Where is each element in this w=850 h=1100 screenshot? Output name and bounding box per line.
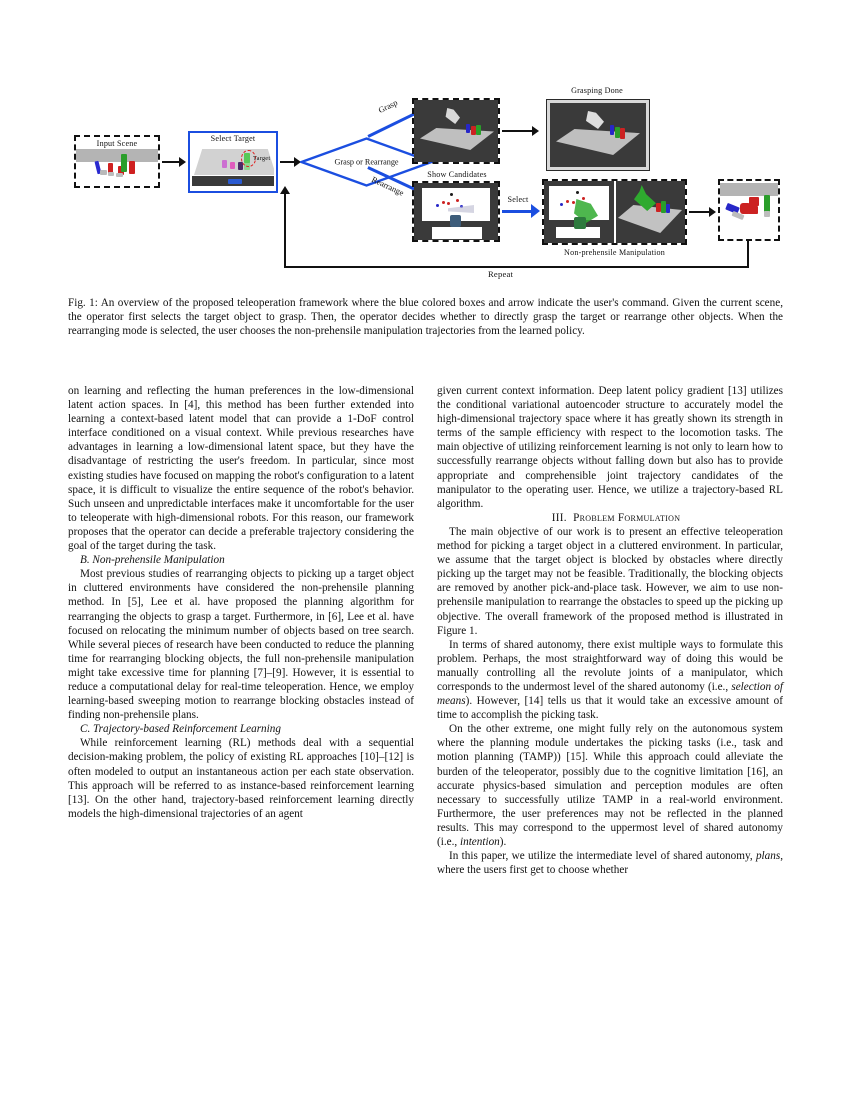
figure-block-show-candidates (412, 181, 500, 242)
scene-object (129, 161, 135, 174)
repeat-line-vertical-right (747, 240, 750, 268)
emphasis-intention: intention (460, 836, 500, 848)
paragraph-autonomous-part1: On the other extreme, one might fully re… (437, 723, 783, 848)
arrow-head (709, 207, 716, 217)
arrow-to-final-scene (689, 211, 711, 214)
target-highlight-circle (241, 150, 256, 167)
figure-label-grasping-done: Grasping Done (571, 86, 623, 95)
subsection-heading-b: B. Non-prehensile Manipulation (80, 554, 225, 567)
paragraph-autonomous-part2: ). (499, 836, 507, 848)
figure-block-grasping-done (546, 99, 650, 171)
paragraph-non-prehensile: Most previous studies of rearranging obj… (68, 568, 414, 722)
scene-object (100, 170, 107, 175)
paragraph-continued-right: given current context information. Deep … (437, 385, 783, 510)
section-heading-problem-formulation: III. Problem Formulation (437, 511, 783, 525)
emphasis-selection-of-means: selection of means (437, 680, 783, 708)
arrow-input-to-select (162, 161, 180, 164)
figure-caption-text: An overview of the proposed teleoperatio… (68, 297, 783, 338)
paragraph-this-paper-part2: , where the users first get to choose wh… (437, 850, 783, 877)
body-column-right: given current context information. Deep … (437, 384, 783, 877)
figure-label-show-candidates: Show Candidates (427, 170, 487, 179)
figure-arrow-label-grasp: Grasp (377, 98, 399, 115)
subsection-heading-c: C. Trajectory-based Reinforcement Learni… (80, 723, 281, 736)
repeat-line-vertical-left (284, 194, 287, 268)
figure-label-target-annotation: Target (253, 155, 271, 162)
repeat-line-horizontal (284, 266, 749, 269)
section-title: Problem Formulation (573, 511, 681, 524)
figure-1-diagram: Input Scene Select Target Target (68, 82, 783, 282)
figure-block-final-scene (718, 179, 780, 241)
figure-label-decision: Grasp or Rearrange (334, 157, 399, 167)
figure-label-non-prehensile: Non-prehensile Manipulation (564, 248, 665, 257)
arrow-head-select (531, 204, 540, 218)
scene-object (116, 173, 123, 177)
figure-label-select-target: Select Target (210, 134, 256, 143)
figure-block-input-scene: Input Scene (74, 135, 160, 188)
emphasis-plans: plans (755, 850, 781, 863)
arrow-head (532, 126, 539, 136)
scene-object (121, 154, 127, 172)
arrow-select-to-decision (280, 161, 296, 164)
paragraph-shared-autonomy-part1: In terms of shared autonomy, there exist… (437, 638, 783, 693)
paragraph-autonomous-extreme: On the other extreme, one might fully re… (437, 722, 783, 849)
diamond-shape (300, 137, 433, 187)
arrow-head (179, 157, 186, 167)
figure-label-input-scene: Input Scene (76, 139, 158, 148)
paragraph-trajectory-rl: While reinforcement learning (RL) method… (68, 737, 414, 820)
figure-block-grasp-result (412, 98, 500, 164)
figure-block-non-prehensile: Non-prehensile Manipulation (542, 179, 687, 257)
figure-caption-label: Fig. 1: (68, 297, 98, 309)
arrow-head (294, 157, 301, 167)
body-column-left: on learning and reflecting the human pre… (68, 384, 414, 821)
paragraph-this-paper: In this paper, we utilize the intermedia… (437, 849, 783, 877)
figure-arrow-label-repeat: Repeat (488, 269, 514, 279)
figure-arrow-label-select: Select (507, 195, 529, 204)
paragraph-shared-autonomy-part2: ). However, [14] tells us that it would … (437, 695, 783, 722)
section-number: III. (551, 511, 567, 524)
figure-block-select-target[interactable]: Select Target Target (188, 131, 278, 193)
paragraph-shared-autonomy: In terms of shared autonomy, there exist… (437, 638, 783, 723)
arrow-grasp-to-done (502, 130, 534, 133)
paragraph-continued-left: on learning and reflecting the human pre… (68, 385, 414, 553)
arrow-head-repeat (280, 186, 290, 194)
figure-caption: Fig. 1: An overview of the proposed tele… (68, 296, 783, 338)
arrow-select-candidate (502, 210, 534, 214)
scene-object (108, 172, 114, 176)
scene-object (108, 163, 113, 174)
paragraph-this-paper-part1: In this paper, we utilize the intermedia… (449, 850, 756, 863)
figure-block-decision[interactable]: Grasp or Rearrange (300, 137, 433, 187)
paragraph-objective: The main objective of our work is to pre… (437, 525, 783, 637)
